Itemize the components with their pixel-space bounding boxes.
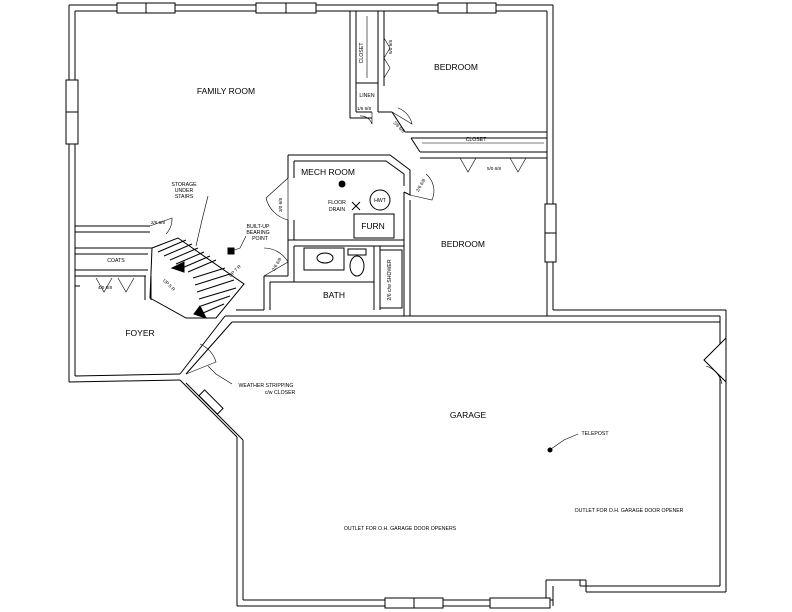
room-labels: FAMILY ROOM BEDROOM BEDROOM MECH ROOM BA… (125, 62, 486, 420)
windows (65, 2, 557, 609)
built-up-label-1: BUILT-UP (247, 224, 271, 230)
outlet-right-label: OUTLET FOR O.H. GARAGE DOOR OPENER (575, 508, 684, 514)
built-up-label-2: BEARING (246, 230, 269, 236)
exterior-walls (68, 4, 727, 607)
dim-closet-right: 5/0 6/8 (487, 166, 501, 171)
storage-label-3: STAIRS (175, 194, 194, 200)
dim-closet-vertical: 5/0 6/8 (388, 40, 393, 54)
coats-label: COATS (107, 258, 125, 264)
floor-drain-icon (351, 201, 361, 211)
closet-vertical-label: CLOSET (359, 42, 365, 64)
closet-right-label: CLOSET (466, 137, 488, 143)
doors (95, 37, 727, 415)
telepost-label: TELEPOST (581, 431, 609, 437)
dim-linen: 1/6 6/8 (357, 106, 371, 111)
bedroom-top-label: BEDROOM (434, 62, 478, 72)
storage-label-2: UNDER (175, 188, 194, 194)
fixtures (195, 16, 579, 453)
foyer-label: FOYER (125, 328, 154, 338)
weather-stripping-label-1: WEATHER STRIPPING (239, 383, 294, 389)
weather-stripping-label-2: c/w CLOSER (265, 390, 296, 396)
stair-up-5r-label: UP 5 R (162, 278, 176, 292)
furnace-label: FURN (361, 221, 385, 231)
annotations: CLOSET CLOSET LINEN COATS FLOOR DRAIN ST… (107, 42, 683, 532)
dim-bedroom-right-door: 2/6 6/8 (415, 178, 427, 193)
dimensions: 5/0 6/8 1/6 6/8 2/6 6/8 5/0 6/8 2/6 6/8 … (98, 40, 501, 290)
dim-mech-door: 3/0 6/8 (278, 198, 283, 212)
stairs (149, 237, 245, 319)
linen-label: LINEN (359, 93, 375, 99)
floor-drain-label-2: DRAIN (329, 207, 345, 213)
dim-bedroom-top-door: 2/6 6/8 (392, 120, 406, 134)
stair-up-7r-label: UP 7 R (228, 263, 242, 277)
shower-label: 2/6 c/w SHOWER (387, 259, 393, 300)
storage-label-1: STORAGE (171, 182, 197, 188)
built-up-label-3: POINT (252, 236, 269, 242)
garage-label: GARAGE (450, 410, 487, 420)
dim-storage-door: 2/6 6/8 (151, 220, 165, 225)
bath-label: BATH (323, 290, 345, 300)
toilet-icon (349, 255, 365, 277)
outlet-left-label: OUTLET FOR O.H. GARAGE DOOR OPENERS (344, 526, 457, 532)
floor-drain-label-1: FLOOR (328, 200, 346, 206)
dim-bath-door: 2/6 6/8 (271, 257, 283, 272)
family-room-label: FAMILY ROOM (197, 86, 255, 96)
bedroom-right-label: BEDROOM (441, 239, 485, 249)
dim-coats: 4/0 6/8 (98, 285, 112, 290)
mech-room-label: MECH ROOM (301, 167, 355, 177)
hwt-tank-icon (369, 189, 391, 211)
sink-icon (316, 252, 334, 264)
hwt-label: HWT (374, 198, 387, 204)
